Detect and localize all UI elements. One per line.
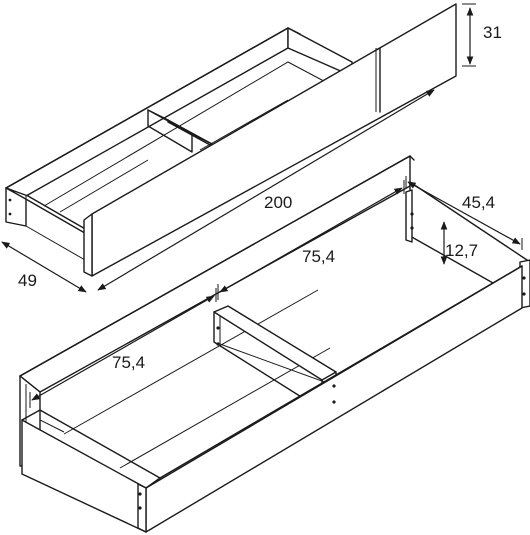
label-length: 200	[264, 193, 292, 212]
bottom-divider	[213, 305, 337, 381]
bottom-front-long	[145, 265, 523, 533]
dim-inner-height: 12,7	[440, 221, 478, 265]
label-compartment-left: 75,4	[112, 353, 145, 372]
label-inner-depth: 45,4	[462, 193, 495, 212]
dim-inner-depth: 45,4	[405, 176, 523, 250]
dim-height-top: 31	[462, 3, 502, 67]
label-height-top: 31	[483, 23, 502, 42]
bottom-front-wall	[21, 419, 147, 533]
label-depth: 49	[18, 271, 37, 290]
dim-depth: 49	[1, 241, 87, 293]
label-inner-height: 12,7	[445, 241, 478, 260]
dim-compartment-left: 75,4	[29, 288, 217, 408]
dim-compartment-right: 75,4	[217, 180, 405, 300]
top-drawer	[5, 3, 457, 277]
label-compartment-right: 75,4	[302, 247, 335, 266]
